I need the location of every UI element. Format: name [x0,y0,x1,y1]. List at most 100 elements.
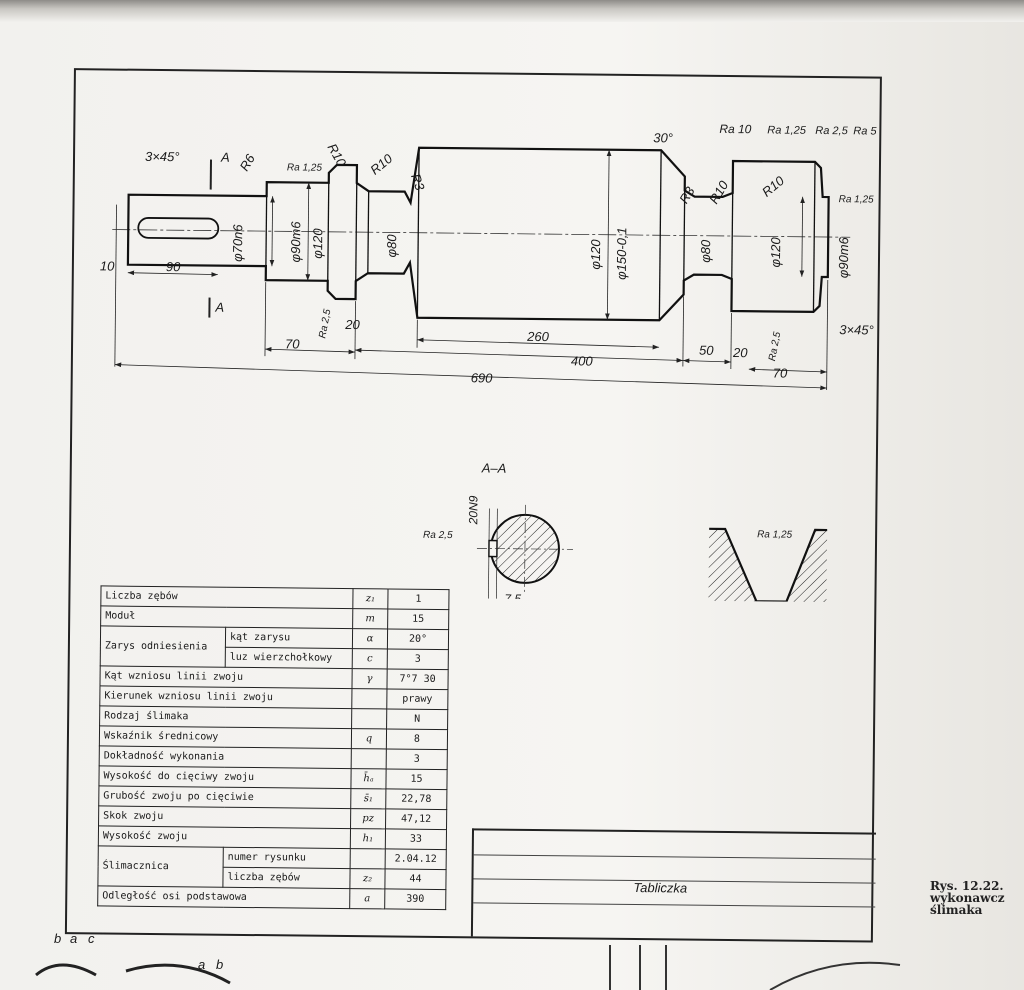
param-label: Zarys odniesienia [100,625,226,668]
bottom-label-a2: a [198,957,205,972]
title-block-label: Tabliczka [633,880,688,896]
next-page-drawings: b a c a b [35,931,901,990]
param-symbol: z₂ [349,868,386,889]
title-block: Tabliczka [470,828,876,941]
param-value: 33 [385,828,447,850]
roughness-lower-right: Ra 2,5 [767,331,783,362]
param-label: Kierunek wzniosu linii zwoju [99,685,352,709]
param-label: Wysokość zwoju [98,825,351,849]
param-symbol: a [349,888,385,909]
param-value: 8 [386,728,448,750]
param-label: Wskaźnik średnicowy [99,725,352,749]
keyway-slot [137,217,220,240]
param-value: 47,12 [385,808,447,830]
radius-r10-b: R10 [367,150,396,177]
diameter-6: φ150-0,1 [614,227,630,280]
chamfer-right-label: 3×45° [839,322,874,337]
centerline [112,229,851,238]
param-value: 15 [387,608,449,630]
param-sublabel: kąt zarysu [225,627,353,649]
radius-r10-d: R10 [759,172,788,199]
bottom-label-c: c [88,931,95,946]
param-value: 20° [387,628,449,650]
diameter-2: φ90m6 [288,221,303,263]
param-symbol: α [352,628,388,649]
dimension-lines [114,149,829,391]
param-symbol [350,848,386,869]
diameter-9: φ90m6 [836,236,851,278]
param-sublabel: numer rysunku [223,847,351,869]
tooth-profile: Ra 1,25 [708,527,828,603]
tooth-contour [709,527,828,603]
length-400: 400 [571,353,594,368]
length-70-right: 70 [773,365,788,380]
param-label: Rodzaj ślimaka [99,705,352,729]
param-label: Dokładność wykonania [99,745,352,769]
radius-r3-a: R3 [408,172,428,193]
roughness-top-g2: Ra 2,5 [815,125,848,137]
param-label: Liczba zębów [100,585,354,609]
param-value: 3 [386,748,448,770]
length-20-left: 20 [344,317,360,332]
roughness-left-journal: Ra 1,25 [287,162,323,173]
keyway-depth-label: 7,5 [504,592,521,603]
param-symbol: c [352,648,388,669]
param-symbol [351,748,387,769]
caption-line-3: ślimaka [930,903,983,917]
param-label: Wysokość do cięciwy zwoju [98,765,352,789]
param-value: prawy [386,688,448,710]
length-260: 260 [526,329,550,344]
param-symbol: s̄₁ [350,788,386,809]
param-symbol: h₁ [350,828,386,849]
diameter-1: φ70n6 [230,224,245,262]
section-title: A–A [481,460,507,475]
param-symbol: γ [351,668,388,689]
tooth-hatch [708,528,828,603]
param-symbol: z₁ [352,588,389,609]
bottom-label-b2: b [216,957,223,972]
figure-caption: Rys. 12.22. wykonawcz ślimaka [930,880,1024,916]
param-label: Skok zwoju [98,805,351,829]
param-label: Ślimacznica [97,845,224,888]
section-aa: A–A 20N9 Ra 2,5 7,5 [423,460,573,603]
diameter-7: φ80 [698,239,713,263]
length-690: 690 [471,370,494,385]
length-50: 50 [699,343,714,358]
shaft-step-lines [127,147,816,321]
section-roughness: Ra 2,5 [423,530,453,541]
caption-line-2: wykonawcz [930,891,1005,905]
param-value: 2.04.12 [385,848,447,870]
roughness-right-journal: Ra 1,25 [839,194,875,205]
param-label: Grubość zwoju po cięciwie [98,785,351,809]
param-label: Kąt wzniosu linii zwoju [99,665,353,689]
shaft-drawing: 3×45° 3×45° A A 30° Ra 10 Ra 1,25 Ra 2,5… [100,122,878,603]
caption-line-1: Rys. 12.22. [930,879,1004,893]
param-value: 1 [387,588,450,610]
param-value: 22,78 [385,788,447,810]
title-block-line [473,854,876,860]
section-mark-top: A [220,150,230,165]
param-symbol: m [352,608,388,629]
param-sublabel: luz wierzchołkowy [225,647,353,669]
param-value: 390 [384,888,446,910]
radius-r6: R6 [237,151,259,174]
param-label: Odległość osi podstawowa [97,885,350,909]
param-sublabel: liczba zębów [222,867,351,889]
diameter-5: φ120 [588,239,603,270]
roughness-top-main: Ra 10 [719,122,751,136]
radius-r10-c: R10 [706,178,731,207]
dimension-texts: 3×45° 3×45° A A 30° Ra 10 Ra 1,25 Ra 2,5… [100,122,878,386]
length-90: 90 [166,259,181,274]
roughness-top-g1: Ra 1,25 [767,124,807,136]
param-label: Moduł [100,605,353,629]
param-symbol: h̄ₐ [350,768,387,789]
param-value: 7°7 30 [386,668,449,690]
diameter-3: φ120 [310,228,325,259]
radius-r3-b: R3 [676,183,698,206]
roughness-top-g3: Ra 5 [853,125,877,137]
param-value: 15 [385,768,448,790]
param-value: 44 [384,868,447,890]
